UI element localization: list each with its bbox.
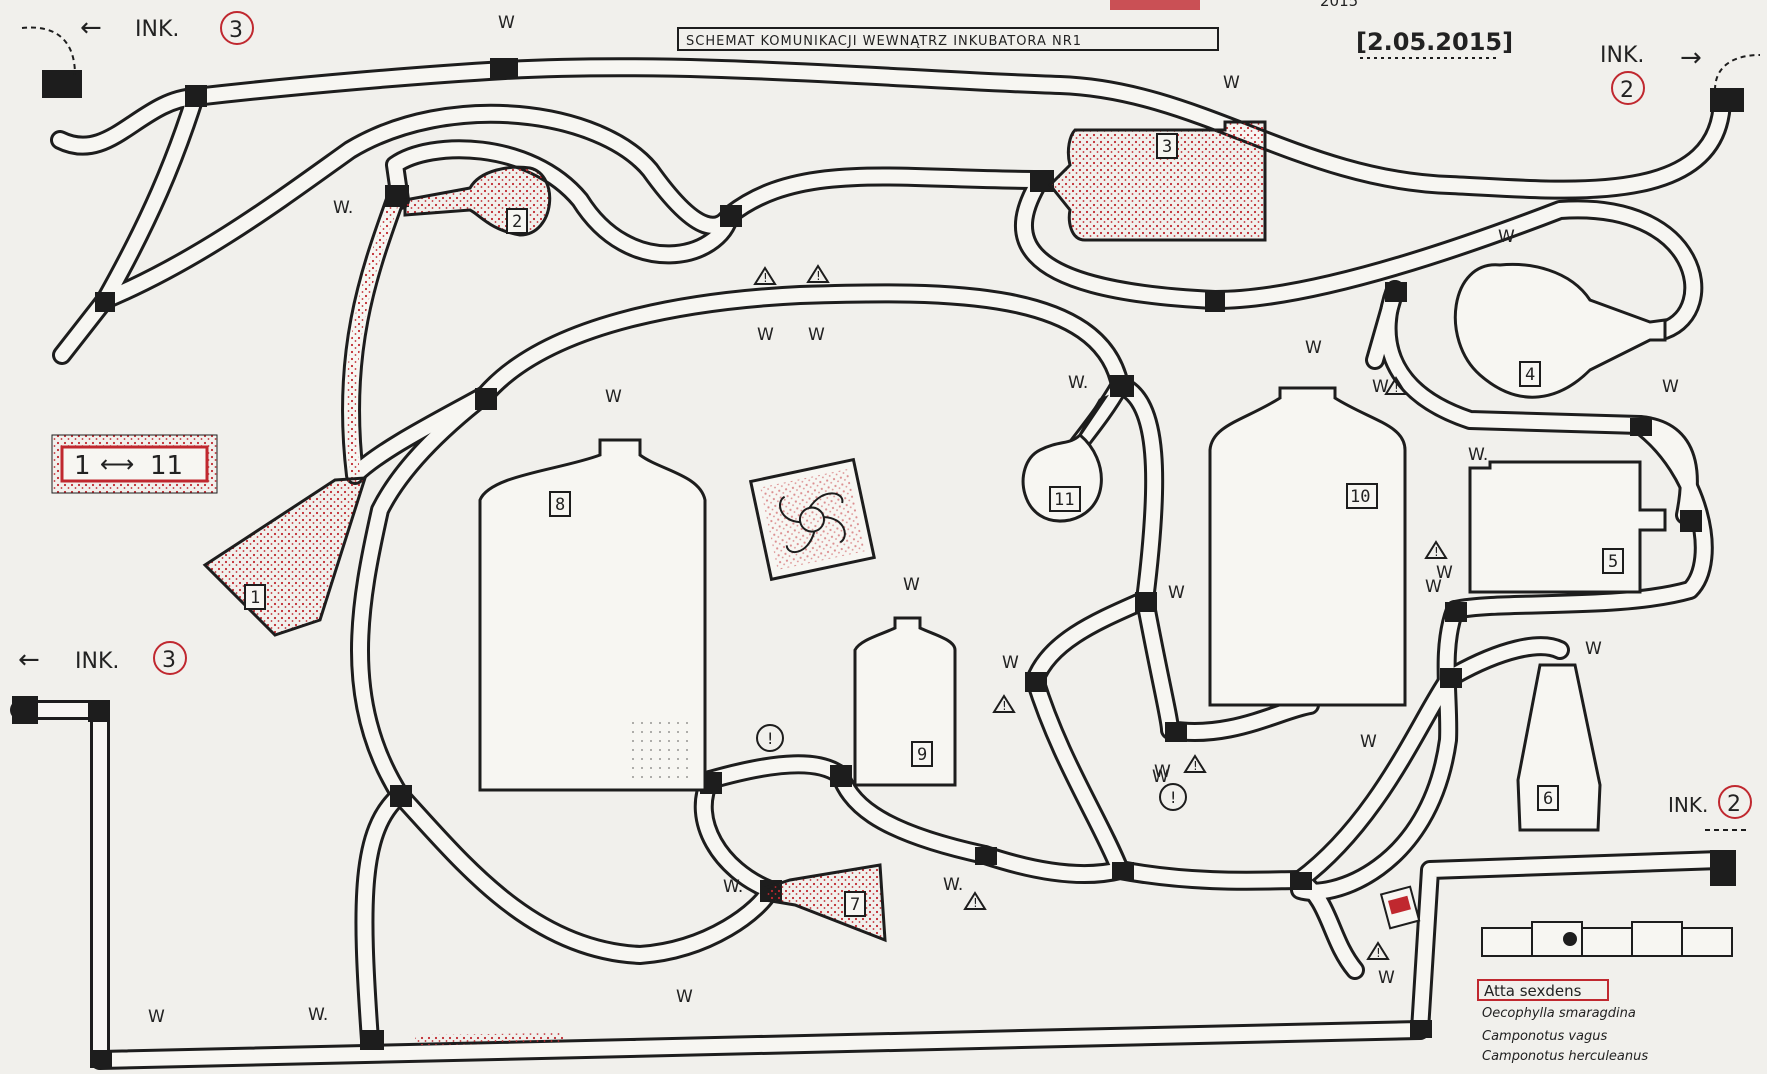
- water-mark: W: [1223, 73, 1240, 93]
- water-mark: W: [808, 325, 825, 345]
- info-icon: !: [767, 729, 773, 748]
- container-10: 10: [1210, 388, 1405, 705]
- outlet-ink3-left: ← INK. 3: [18, 642, 186, 675]
- warning-icon: !: [1002, 699, 1007, 713]
- outlet-ink3-top: ← INK. 3: [22, 12, 253, 75]
- warning-icon: !: [763, 271, 768, 285]
- container-10-label: 10: [1350, 487, 1370, 507]
- ink2-bottom-number: 2: [1727, 792, 1741, 817]
- container-1-label: 1: [250, 588, 260, 608]
- species-item: Oecophylla smaragdina: [1482, 1006, 1636, 1021]
- container-4: 4: [1455, 264, 1665, 397]
- container-2: 2: [405, 167, 550, 235]
- water-mark: W.: [1068, 373, 1088, 393]
- water-mark: W.: [723, 877, 743, 897]
- warning-icon: !: [816, 269, 821, 283]
- container-5-label: 5: [1608, 552, 1618, 572]
- species-list: Atta sexdens Oecophylla smaragdina Campo…: [1478, 980, 1648, 1064]
- ink3-top-label: INK.: [135, 17, 179, 42]
- ink2-bottom-label: INK.: [1668, 793, 1708, 817]
- water-mark: W: [1662, 377, 1679, 397]
- container-4-label: 4: [1525, 365, 1535, 385]
- svg-text:←: ←: [80, 13, 102, 43]
- container-1: 1: [205, 478, 365, 635]
- warning-icon: !: [1376, 946, 1381, 960]
- water-mark: W: [1168, 583, 1185, 603]
- water-mark: W: [1378, 968, 1395, 988]
- ink2-top-label: INK.: [1600, 43, 1644, 68]
- water-mark: W: [757, 325, 774, 345]
- ink3-top-number: 3: [229, 18, 243, 43]
- container-9-label: 9: [917, 745, 927, 765]
- water-mark: W: [1585, 639, 1602, 659]
- page-title: SCHEMAT KOMUNIKACJI WEWNĄTRZ INKUBATORA …: [686, 34, 1082, 49]
- container-3-label: 3: [1162, 137, 1172, 157]
- water-mark: W: [1498, 227, 1515, 247]
- container-6: 6: [1518, 665, 1600, 830]
- ant-scale-box: [1482, 922, 1732, 956]
- water-mark: W: [903, 575, 920, 595]
- ink3-left-number: 3: [162, 648, 176, 673]
- warning-icon: !: [1193, 759, 1198, 773]
- container-9: 9: [855, 618, 955, 785]
- water-mark: W: [498, 13, 515, 33]
- water-mark: W: [605, 387, 622, 407]
- top-red-scribble: [1110, 0, 1200, 10]
- water-mark: W: [1436, 563, 1453, 583]
- legend-to: 11: [150, 451, 183, 481]
- container-6-label: 6: [1543, 789, 1553, 809]
- legend-from: 1: [74, 451, 91, 481]
- ink2-top-number: 2: [1620, 78, 1634, 103]
- container-7-label: 7: [850, 895, 860, 915]
- svg-text:←: ←: [18, 645, 40, 675]
- date-label: [2.05.2015]: [1356, 28, 1513, 56]
- sensor-device: [1381, 887, 1419, 929]
- warning-icon: !: [973, 896, 978, 910]
- water-mark: W.: [1468, 445, 1488, 465]
- species-item: Camponotus vagus: [1482, 1029, 1607, 1044]
- top-partial-year: 2015: [1320, 0, 1358, 10]
- water-mark: W: [1154, 762, 1171, 782]
- water-mark: W: [1002, 653, 1019, 673]
- svg-text:⟷: ⟷: [100, 450, 134, 478]
- warning-icon: !: [1434, 545, 1439, 559]
- water-mark: W.: [943, 875, 963, 895]
- fan-icon: [751, 460, 874, 580]
- water-mark: W: [1360, 732, 1377, 752]
- container-8-label: 8: [555, 495, 565, 515]
- warning-icon: !: [1394, 381, 1399, 395]
- container-11: 11: [1023, 398, 1105, 521]
- info-icon: !: [1170, 788, 1176, 807]
- water-mark: W: [676, 987, 693, 1007]
- water-mark: W.: [308, 1005, 328, 1025]
- species-item: Camponotus herculeanus: [1482, 1049, 1648, 1064]
- ink3-left-label: INK.: [75, 649, 119, 674]
- legend-box-1-11: 1 ⟷ 11: [52, 435, 217, 493]
- container-7: 7: [765, 865, 885, 940]
- container-5: 5: [1470, 462, 1665, 592]
- container-2-label: 2: [512, 212, 522, 232]
- container-8: 8: [480, 440, 705, 790]
- container-3: 3: [1050, 122, 1265, 240]
- water-mark: W.: [333, 198, 353, 218]
- water-mark: W: [148, 1007, 165, 1027]
- outlet-ink2-bottom: INK. 2: [1668, 786, 1751, 830]
- container-11-label: 11: [1054, 490, 1074, 510]
- species-item: Atta sexdens: [1484, 982, 1582, 1000]
- water-mark: W: [1305, 338, 1322, 358]
- svg-text:→: →: [1680, 43, 1702, 73]
